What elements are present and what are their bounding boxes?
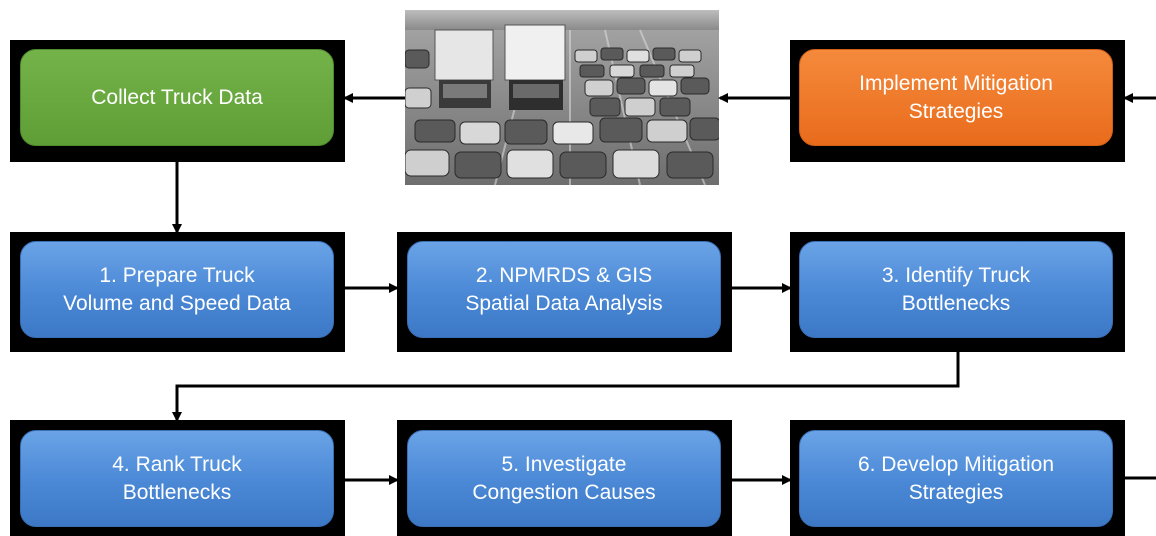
collect-truck-data-box: Collect Truck Data — [20, 49, 334, 146]
implement-mitigation-box: Implement Mitigation Strategies — [799, 49, 1113, 146]
step5-investigate-causes-box: 5. Investigate Congestion Causes — [407, 430, 721, 527]
traffic-photo-drawing — [405, 10, 719, 185]
step6-develop-mitigation-box: 6. Develop Mitigation Strategies — [799, 430, 1113, 527]
step3-identify-bottlenecks-box: 3. Identify Truck Bottlenecks — [799, 241, 1113, 338]
arrow-step3-to-step4 — [172, 352, 960, 422]
step2-spatial-analysis-box: 2. NPMRDS & GIS Spatial Data Analysis — [407, 241, 721, 338]
step1-prepare-data-box: 1. Prepare Truck Volume and Speed Data — [20, 241, 334, 338]
traffic-congestion-photo — [405, 10, 719, 185]
step4-rank-bottlenecks-box: 4. Rank Truck Bottlenecks — [20, 430, 334, 527]
